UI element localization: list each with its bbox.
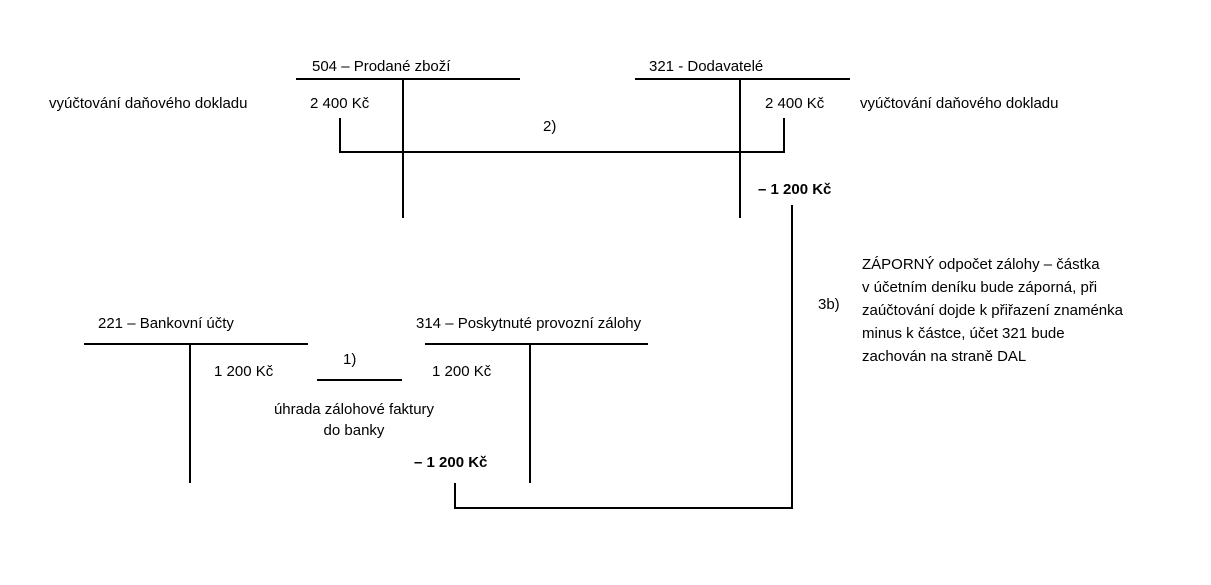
account-321-credit-amount: 2 400 Kč [765, 95, 825, 112]
account-314-title: 314 – Poskytnuté provozní zálohy [416, 315, 642, 332]
account-504-debit-amount: 2 400 Kč [310, 95, 370, 112]
note-line: ZÁPORNÝ odpočet zálohy – částka [862, 256, 1100, 273]
account-314-debit-amount: 1 200 Kč [432, 363, 492, 380]
account-221-credit-amount: 1 200 Kč [214, 363, 274, 380]
step-1-description-line-1: úhrada zálohové faktury [273, 401, 435, 418]
account-321-credit-description: vyúčtování daňového dokladu [860, 95, 1059, 112]
account-504-title: 504 – Prodané zboží [312, 58, 451, 75]
negative-advance-note: ZÁPORNÝ odpočet zálohy – částka v účetní… [862, 253, 1123, 368]
note-line: v účetním deníku bude záporná, při [862, 279, 1098, 296]
step-1-label: 1) [343, 351, 357, 368]
note-line: minus k částce, účet 321 bude [862, 325, 1065, 342]
note-line: zachován na straně DAL [862, 348, 1027, 365]
connector-step-3b [454, 205, 793, 509]
note-line: zaúčtování dojde k přiřazení znaménka [862, 302, 1123, 319]
step-1-description-line-2: do banky [323, 422, 385, 439]
step-3b-label: 3b) [818, 296, 840, 313]
connector-step-2 [339, 118, 785, 153]
account-504-debit-description: vyúčtování daňového dokladu [49, 95, 248, 112]
account-221-title: 221 – Bankovní účty [98, 315, 234, 332]
step-2-label: 2) [543, 118, 557, 135]
account-321-negative-amount: – 1 200 Kč [758, 181, 832, 198]
account-314-negative-amount: – 1 200 Kč [414, 454, 488, 471]
account-321-title: 321 - Dodavatelé [649, 58, 764, 75]
